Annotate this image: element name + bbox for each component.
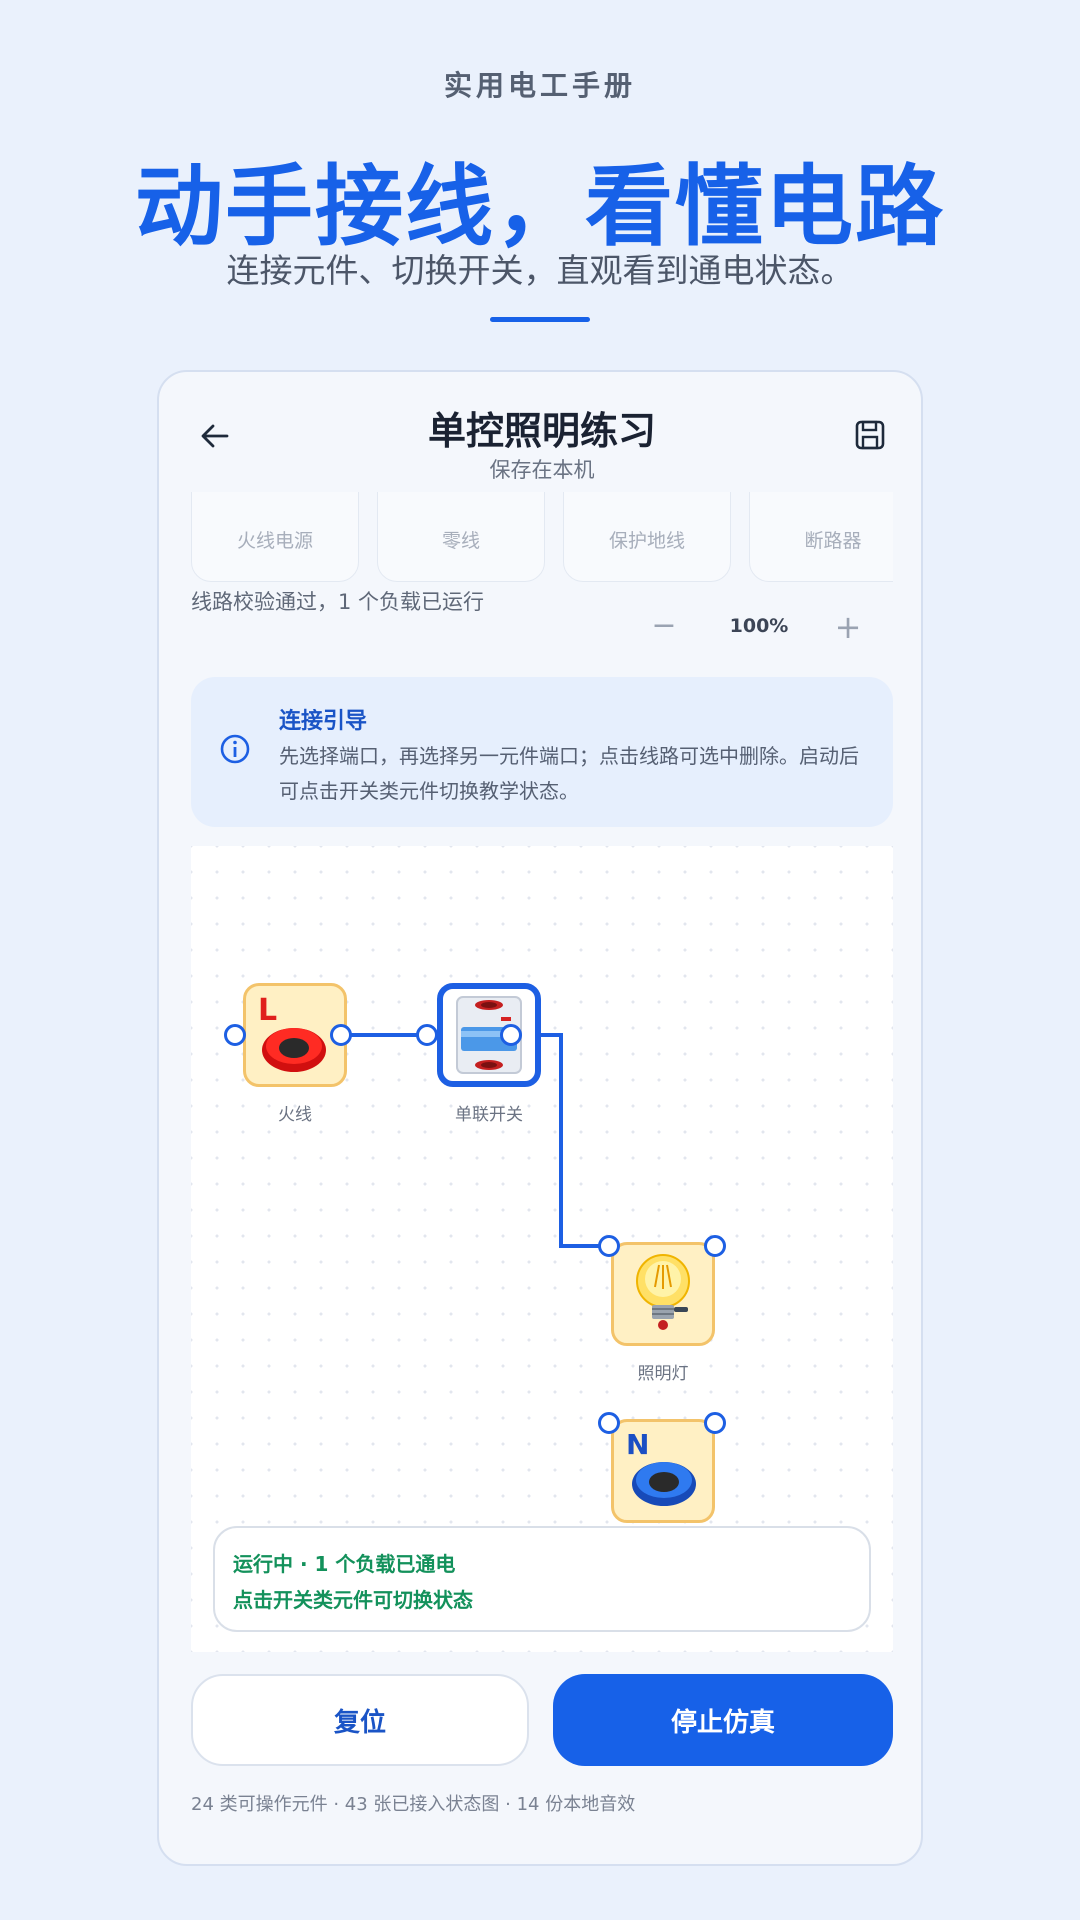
component-palette: 火线电源 零线 保护地线 断路器 bbox=[191, 492, 893, 592]
footer-stats: 24 类可操作元件 · 43 张已接入状态图 · 14 份本地音效 bbox=[191, 1794, 636, 1815]
neutral-terminal-icon: N bbox=[626, 1428, 696, 1506]
node-badge-live: L bbox=[258, 993, 277, 1028]
palette-item-neutral[interactable]: 零线 bbox=[377, 492, 545, 582]
node-single-switch[interactable] bbox=[437, 983, 541, 1087]
stop-simulation-button[interactable]: 停止仿真 bbox=[553, 1674, 893, 1766]
node-live-source[interactable]: L bbox=[243, 983, 347, 1087]
hero-kicker: 实用电工手册 bbox=[443, 69, 636, 102]
phone-screen: 单控照明练习 保存在本机 火线电源 零线 保护地线 断路器 线路校验通过，1 个… bbox=[157, 370, 923, 1866]
info-icon bbox=[220, 734, 250, 764]
node-label-switch: 单联开关 bbox=[455, 1105, 523, 1125]
palette-item-label: 保护地线 bbox=[608, 530, 685, 552]
guide-title: 连接引导 bbox=[279, 709, 368, 734]
running-status-line1: 运行中 · 1 个负载已通电 bbox=[233, 1552, 456, 1576]
screen-title: 单控照明练习 bbox=[427, 409, 656, 453]
switch-module-icon bbox=[456, 996, 522, 1074]
port-live-out[interactable] bbox=[330, 1024, 352, 1046]
zoom-in-button[interactable]: + bbox=[834, 608, 862, 646]
hero-subtitle: 连接元件、切换开关，直观看到通电状态。 bbox=[226, 251, 854, 290]
palette-item-live-source[interactable]: 火线电源 bbox=[191, 492, 359, 582]
live-terminal-icon: L bbox=[258, 993, 326, 1072]
validation-status: 线路校验通过，1 个负载已运行 bbox=[191, 590, 485, 614]
port-neutral-in[interactable] bbox=[598, 1412, 620, 1434]
palette-item-ground[interactable]: 保护地线 bbox=[563, 492, 731, 582]
port-live-in[interactable] bbox=[224, 1024, 246, 1046]
screen-subtitle: 保存在本机 bbox=[489, 458, 595, 482]
port-switch-in[interactable] bbox=[416, 1024, 438, 1046]
hero-title: 动手接线，看懂电路 bbox=[134, 155, 945, 258]
node-badge-neutral: N bbox=[626, 1428, 649, 1461]
palette-item-breaker[interactable]: 断路器 bbox=[749, 492, 893, 582]
port-switch-out[interactable] bbox=[500, 1024, 522, 1046]
palette-item-label: 零线 bbox=[441, 530, 480, 552]
node-neutral[interactable]: N bbox=[611, 1419, 715, 1523]
circuit-canvas[interactable]: L 火线 单联开关 bbox=[191, 846, 893, 1652]
port-lamp-out[interactable] bbox=[704, 1235, 726, 1257]
running-status-banner: 运行中 · 1 个负载已通电 点击开关类元件可切换状态 bbox=[213, 1526, 871, 1632]
port-neutral-out[interactable] bbox=[704, 1412, 726, 1434]
hero-divider bbox=[490, 317, 590, 322]
guide-body: 先选择端口，再选择另一元件端口；点击线路可选中删除。启动后可点击开关类元件切换教… bbox=[279, 744, 859, 803]
node-label-live: 火线 bbox=[278, 1105, 312, 1125]
top-app-bar: 单控照明练习 保存在本机 bbox=[159, 372, 921, 492]
zoom-level: 100% bbox=[729, 615, 789, 637]
reset-button[interactable]: 复位 bbox=[191, 1674, 529, 1766]
connection-guide: 连接引导 先选择端口，再选择另一元件端口；点击线路可选中删除。启动后可点击开关类… bbox=[191, 677, 893, 827]
node-label-lamp: 照明灯 bbox=[637, 1364, 689, 1384]
port-lamp-in[interactable] bbox=[598, 1235, 620, 1257]
running-status-line2: 点击开关类元件可切换状态 bbox=[233, 1588, 473, 1612]
node-lamp[interactable] bbox=[611, 1242, 715, 1346]
palette-item-label: 断路器 bbox=[804, 530, 862, 552]
lightbulb-icon bbox=[636, 1254, 690, 1330]
zoom-out-button[interactable]: − bbox=[651, 608, 677, 643]
palette-item-label: 火线电源 bbox=[236, 530, 313, 552]
arrow-left-icon[interactable] bbox=[197, 418, 233, 454]
save-icon[interactable] bbox=[853, 418, 887, 452]
